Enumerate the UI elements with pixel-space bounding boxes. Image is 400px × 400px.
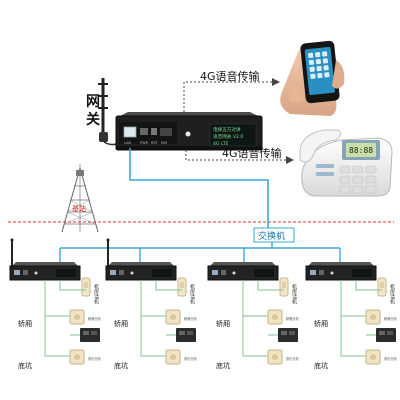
pit-label: 底坑 (314, 361, 328, 370)
desk-telephone: 88:88 (299, 129, 393, 197)
pit-intercom (365, 349, 381, 365)
pit-intercom-label: 底坑分机 (88, 356, 102, 361)
machine-room-phone (279, 277, 289, 297)
control-box (268, 328, 298, 342)
gateway-label-char-2: 关 (86, 111, 100, 128)
unit-module-box (207, 262, 279, 281)
phone-display-digits: 88:88 (349, 146, 373, 155)
unit-wiring (340, 280, 382, 357)
unit-module-box (305, 262, 377, 281)
gateway-port-label-rst: RST (151, 141, 159, 145)
machine-room-phone (177, 277, 187, 297)
control-box (366, 328, 396, 342)
control-box (70, 328, 100, 342)
mobile-link-arrow (183, 78, 280, 112)
switch-label: 交换机 (258, 230, 285, 242)
cell-tower (61, 164, 99, 233)
smartphone-in-hand (280, 40, 345, 116)
car-intercom-label: 轿厢分机 (88, 316, 102, 321)
car-intercom-label: 轿厢分机 (286, 316, 300, 321)
gateway-antenna (98, 78, 125, 146)
car-intercom (365, 309, 381, 325)
machine-room-phone-label: 机房话机 (189, 283, 195, 305)
car-intercom-label: 轿厢分机 (184, 316, 198, 321)
phone-link-arrow (185, 150, 294, 164)
gateway-lan-port (123, 126, 137, 138)
car-intercom (267, 309, 283, 325)
unit-antenna (10, 238, 14, 266)
machine-room-phone-label: 机房话机 (93, 283, 99, 305)
gateway-port-label-sim: SIM (161, 141, 167, 145)
car-label: 轿厢 (18, 319, 32, 328)
unit-module-box (105, 262, 177, 281)
gateway-screen-line-1: 电梯五方对讲 (213, 126, 241, 133)
gateway-port-label-lan: LAN (124, 141, 131, 145)
pit-label: 底坑 (216, 361, 230, 370)
pit-intercom-label: 底坑分机 (184, 356, 198, 361)
unit-module-box (9, 262, 81, 281)
gateway-screen-line-3: 4G LTE (213, 141, 229, 147)
pit-label: 底坑 (18, 361, 32, 370)
car-label: 轿厢 (114, 319, 128, 328)
car-intercom (69, 309, 85, 325)
machine-room-phone (81, 277, 91, 297)
machine-room-phone (377, 277, 387, 297)
network-switch (253, 227, 295, 243)
unit-antenna (106, 238, 110, 266)
unit-wiring (242, 280, 284, 357)
gateway-screen-line-2: 语音网关 V2.0 (213, 133, 243, 140)
pit-intercom-label: 底坑分机 (384, 356, 398, 361)
unit-wiring (140, 280, 182, 357)
car-label: 轿厢 (314, 319, 328, 328)
gateway-label-char-1: 网 (86, 94, 100, 110)
gateway-port-label-pwr: PWR (140, 141, 149, 145)
voice-label-top: 4G语音传输 (200, 69, 260, 83)
pit-intercom-label: 底坑分机 (286, 356, 300, 361)
pit-label: 底坑 (114, 361, 128, 370)
pit-intercom (69, 349, 85, 365)
unit-wiring (44, 280, 86, 357)
car-label: 轿厢 (216, 319, 230, 328)
tower-label: 基站 (72, 204, 86, 213)
pit-intercom (165, 349, 181, 365)
machine-room-phone-label: 机房话机 (389, 283, 395, 305)
machine-room-phone-label: 机房话机 (291, 283, 297, 305)
switch-bus-cable (59, 242, 341, 268)
pit-intercom (267, 349, 283, 365)
gateway-to-switch-cable (129, 148, 269, 228)
control-box (166, 328, 196, 342)
car-intercom-label: 轿厢分机 (384, 316, 398, 321)
car-intercom (165, 309, 181, 325)
gateway-device: LAN PWR RST SIM 电梯五方对讲 语音网关 V2.0 4G LTE (115, 112, 263, 151)
voice-label-bottom: 4G语音传输 (222, 146, 282, 160)
